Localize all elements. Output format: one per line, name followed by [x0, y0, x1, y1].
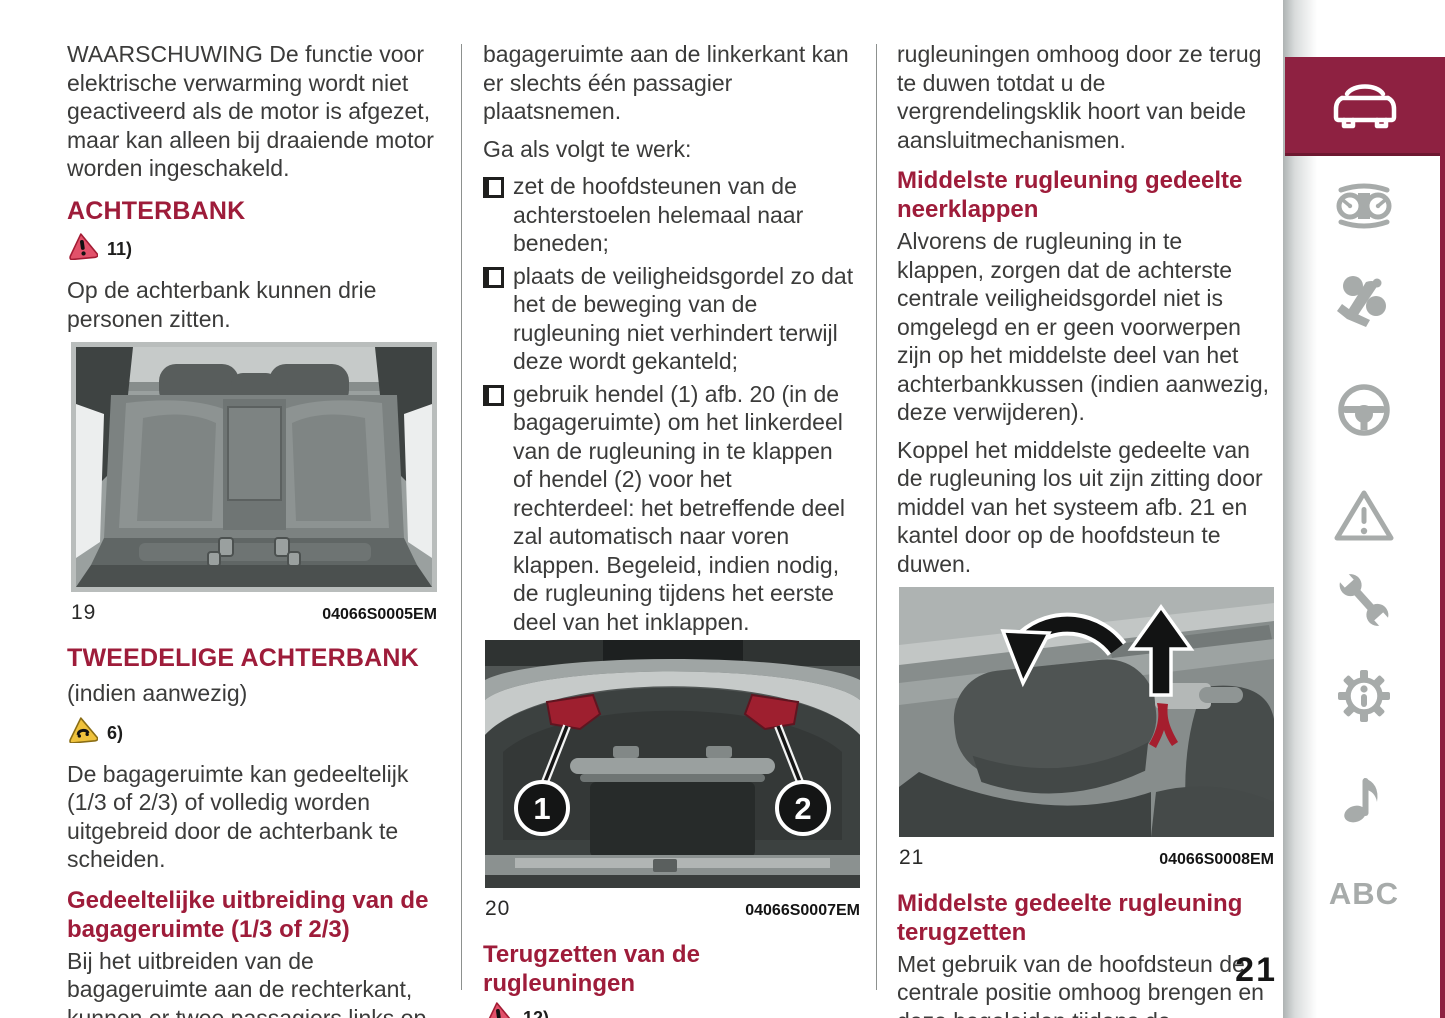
- paragraph-continuation: bagageruimte aan de linkerkant kan er sl…: [483, 41, 849, 124]
- chapter-edge-strip: [1440, 57, 1445, 1018]
- note-indien-aanwezig: (indien aanwezig): [67, 679, 248, 706]
- sidebar-chapter-multimedia[interactable]: [1283, 762, 1445, 834]
- figure-19-caption: 19 04066S0005EM: [71, 599, 437, 630]
- warning-ref-number: 12): [523, 1007, 550, 1018]
- paragraph-instructions-intro: Ga als volgt te werk:: [483, 135, 692, 162]
- warning-triangle-icon: [1332, 486, 1396, 551]
- steering-wheel-icon: [1333, 381, 1395, 448]
- square-bullet-icon: [483, 177, 504, 198]
- square-bullet-icon: [483, 384, 504, 406]
- subheading-terugzetten-midden: Middelste gedeelte rugleuning terugzette…: [897, 889, 1243, 946]
- figure-number: 20: [485, 897, 511, 920]
- caution-ref-number: 6): [107, 722, 124, 743]
- paragraph-alvorens: Alvorens de rugleuning in te klappen, zo…: [897, 228, 1270, 425]
- page-number: 21: [1235, 951, 1277, 989]
- section-heading-achterbank: ACHTERBANK: [67, 196, 246, 225]
- figure-19-image: 19 04066S0005EM: [71, 342, 441, 630]
- figure-21-caption: 21 04066S0008EM: [899, 844, 1274, 875]
- column-1: WAARSCHUWING De functie voor elektrische…: [67, 40, 441, 1018]
- list-item-text: plaats de veiligheidsgordel zo dat het d…: [513, 262, 854, 375]
- trunk-handles-illustration: 1 2: [485, 640, 860, 888]
- sidebar-chapter-technical-data[interactable]: [1283, 662, 1445, 734]
- list-item-text: zet de hoofdsteunen van de achterstoelen…: [513, 173, 804, 256]
- page-edge-shadow: [1283, 0, 1317, 1018]
- figure-code: 04066S0008EM: [1159, 851, 1274, 868]
- section-heading-tweedelige: TWEEDELIGE ACHTERBANK: [67, 643, 419, 672]
- list-item: zet de hoofdsteunen van de achterstoelen…: [483, 172, 857, 258]
- paragraph-koppel: Koppel het middelste gedeelte van de rug…: [897, 436, 1263, 577]
- abc-index-label: ABC: [1328, 876, 1400, 911]
- column-divider: [876, 44, 877, 990]
- subheading-gedeeltelijke-uitbreiding: Gedeeltelijke uitbreiding van de bagager…: [67, 886, 429, 943]
- figure-20-image: 1 2 20 04066S0007EM: [485, 640, 860, 926]
- headrest-release-illustration: [899, 587, 1274, 837]
- gear-info-icon: [1332, 664, 1396, 733]
- warning-triangle-red-icon: [67, 232, 99, 267]
- subheading-terugzetten: Terugzetten van de rugleuningen: [483, 940, 700, 997]
- sidebar-chapter-dashboard[interactable]: [1283, 172, 1445, 244]
- wrench-icon: [1332, 568, 1396, 637]
- dashboard-gauges-icon: [1331, 181, 1397, 236]
- callout-2-label: 2: [794, 791, 811, 826]
- paragraph-seats: Op de achterbank kunnen drie personen zi…: [67, 277, 377, 332]
- warning-triangle-red-icon: [483, 1001, 515, 1018]
- paragraph-bagageruimte: De bagageruimte kan gedeeltelijk (1/3 of…: [67, 760, 409, 873]
- caution-triangle-yellow-icon: [67, 716, 99, 750]
- warning-reference-row: 12): [483, 1001, 857, 1018]
- paragraph-continuation: rugleuningen omhoog door ze terug te duw…: [897, 41, 1262, 153]
- caution-reference-row: 6): [67, 716, 441, 750]
- airbag-person-icon: [1332, 272, 1396, 333]
- column-divider: [461, 44, 462, 990]
- warning-ref-number: 11): [107, 238, 133, 259]
- sidebar-chapter-emergency[interactable]: [1283, 482, 1445, 554]
- figure-number: 19: [71, 601, 97, 624]
- figure-21-image: 21 04066S0008EM: [899, 587, 1275, 875]
- chapter-sidebar: ABC: [1283, 0, 1445, 1018]
- sidebar-chapter-driving[interactable]: [1283, 378, 1445, 450]
- warning-reference-row: 11): [67, 232, 441, 267]
- music-note-icon: [1338, 764, 1390, 833]
- callout-1-label: 1: [533, 791, 550, 826]
- paragraph-warning: WAARSCHUWING De functie voor elektrische…: [67, 41, 434, 181]
- list-item-text: gebruik hendel (1) afb. 20 (in de bagage…: [513, 380, 846, 635]
- paragraph-uitbreiden: Bij het uitbreiden van de bagageruimte a…: [67, 947, 427, 1018]
- car-front-icon: [1330, 76, 1400, 135]
- figure-20-caption: 20 04066S0007EM: [485, 895, 860, 926]
- paragraph-met-gebruik: Met gebruik van de hoofdsteun de central…: [897, 950, 1264, 1018]
- figure-code: 04066S0005EM: [322, 606, 437, 623]
- column-3: rugleuningen omhoog door ze terug te duw…: [897, 40, 1275, 1018]
- list-item: gebruik hendel (1) afb. 20 (in de bagage…: [483, 380, 857, 637]
- sidebar-chapter-safety[interactable]: [1283, 266, 1445, 338]
- sidebar-chapter-index[interactable]: ABC: [1283, 858, 1445, 930]
- sidebar-chapter-vehicle-active[interactable]: [1285, 57, 1445, 156]
- subheading-neerklappen: Middelste rugleuning gedeelte neerklappe…: [897, 167, 1243, 223]
- sidebar-chapter-service[interactable]: [1283, 566, 1445, 638]
- rear-seat-illustration: [71, 342, 437, 592]
- figure-code: 04066S0007EM: [745, 902, 860, 919]
- list-item: plaats de veiligheidsgordel zo dat het d…: [483, 262, 857, 376]
- square-bullet-icon: [483, 266, 504, 288]
- column-2: bagageruimte aan de linkerkant kan er sl…: [483, 40, 860, 1018]
- figure-number: 21: [899, 846, 925, 869]
